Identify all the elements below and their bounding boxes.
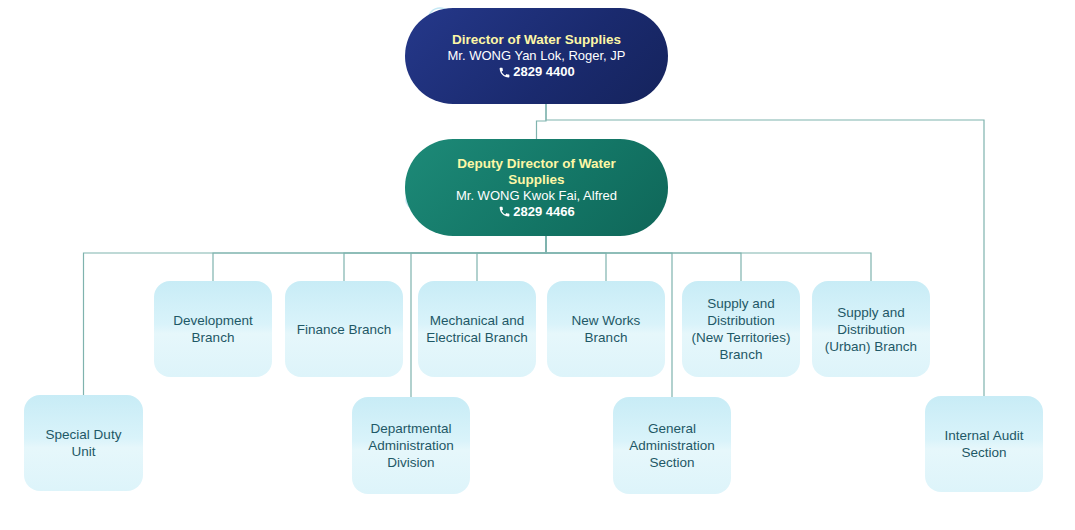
reporting-line xyxy=(546,236,871,281)
phone-icon xyxy=(498,205,511,218)
phone-row: 2829 4466 xyxy=(498,204,574,220)
section-box: General Administration Section xyxy=(613,397,731,494)
box-label: Special Duty Unit xyxy=(32,426,135,460)
branch-box: Development Branch xyxy=(154,281,272,377)
box-label: Supply and Distribution (New Territories… xyxy=(690,295,792,363)
box-label: Finance Branch xyxy=(297,321,392,338)
branch-box: New Works Branch xyxy=(547,281,665,377)
officer-name: Mr. WONG Yan Lok, Roger, JP xyxy=(448,48,626,64)
reporting-line xyxy=(546,236,741,281)
deputy-director-box: Deputy Director of Water SuppliesMr. WON… xyxy=(405,139,668,236)
branch-box: Supply and Distribution (New Territories… xyxy=(682,281,800,377)
box-label: Mechanical and Electrical Branch xyxy=(426,312,528,346)
section-box: Internal Audit Section xyxy=(925,396,1043,492)
phone-number: 2829 4400 xyxy=(513,64,574,80)
officer-name: Mr. WONG Kwok Fai, Alfred xyxy=(456,188,617,204)
division-box: Departmental Administration Division xyxy=(352,397,470,494)
branch-box: Mechanical and Electrical Branch xyxy=(418,281,536,377)
director-box: Director of Water SuppliesMr. WONG Yan L… xyxy=(405,8,668,104)
unit-box: Special Duty Unit xyxy=(24,395,143,491)
reporting-line xyxy=(477,236,546,281)
reporting-line xyxy=(411,236,546,397)
box-label: Internal Audit Section xyxy=(933,427,1035,461)
branch-box: Finance Branch xyxy=(285,281,403,377)
reporting-line xyxy=(344,236,546,281)
phone-number: 2829 4466 xyxy=(513,204,574,220)
box-label: Development Branch xyxy=(162,312,264,346)
box-label: Departmental Administration Division xyxy=(360,420,462,471)
box-label: General Administration Section xyxy=(621,420,723,471)
reporting-line xyxy=(84,236,547,395)
box-label: New Works Branch xyxy=(555,312,657,346)
reporting-line xyxy=(546,236,606,281)
reporting-line xyxy=(546,236,672,397)
phone-icon xyxy=(498,66,511,79)
reporting-line xyxy=(213,236,546,281)
box-label: Supply and Distribution (Urban) Branch xyxy=(820,304,922,355)
phone-row: 2829 4400 xyxy=(498,64,574,80)
reporting-line xyxy=(537,104,547,139)
position-title: Director of Water Supplies xyxy=(452,32,621,48)
branch-box: Supply and Distribution (Urban) Branch xyxy=(812,281,930,377)
position-title: Deputy Director of Water Supplies xyxy=(452,156,622,188)
